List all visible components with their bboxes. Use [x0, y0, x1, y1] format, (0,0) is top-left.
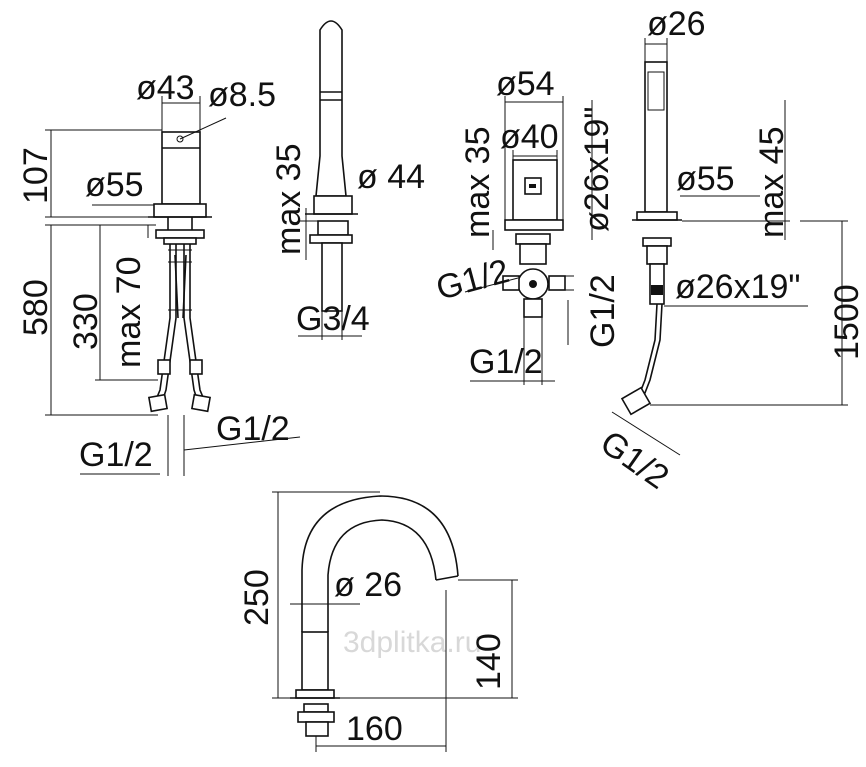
label-h1500: 1500 — [828, 284, 866, 360]
mixer-base — [153, 203, 207, 218]
label-d26x19: ø26x19" — [675, 268, 800, 306]
label-h580: 580 — [17, 279, 55, 336]
hand-shower-drawing: ø26 ø55 max 45 ø26x19" 1500 G1/2 — [593, 5, 866, 497]
label-w160: 160 — [346, 710, 403, 748]
label-g12: G1/2 — [593, 423, 675, 496]
label-h107: 107 — [17, 147, 55, 204]
curved-spout-drawing: 250 ø 26 140 160 — [238, 491, 518, 752]
label-max35: max 35 — [270, 144, 308, 256]
label-max45: max 45 — [753, 127, 791, 239]
label-g12-vert: G1/2 — [584, 274, 622, 348]
label-d26x19: ø26x19" — [578, 107, 616, 232]
label-d43: ø43 — [136, 69, 195, 107]
label-d44: ø 44 — [357, 158, 425, 196]
mixer-drawing: ø43 ø8.5 107 ø55 580 330 max 70 G1/2 G1/… — [17, 69, 301, 476]
label-g12-bottom: G1/2 — [469, 343, 543, 381]
diverter-drawing: ø54 ø40 max 35 ø26x19" G1/2 G1/2 G1/2 — [432, 65, 622, 385]
label-h250: 250 — [238, 569, 276, 626]
label-max35: max 35 — [459, 127, 497, 239]
label-d26: ø26 — [647, 5, 706, 43]
watermark: 3dplitka.ru — [343, 626, 481, 659]
label-d26: ø 26 — [334, 566, 402, 604]
label-h140: 140 — [470, 633, 508, 690]
label-h330: 330 — [67, 293, 105, 350]
mixer-body — [161, 131, 201, 205]
label-d55: ø55 — [85, 166, 144, 204]
label-d55: ø55 — [676, 160, 735, 198]
label-g12-right: G1/2 — [216, 410, 290, 448]
label-g34: G3/4 — [296, 300, 370, 338]
label-g12-left: G1/2 — [79, 436, 153, 474]
label-max70: max 70 — [110, 257, 148, 369]
tall-spout-drawing: max 35 ø 44 G3/4 — [270, 20, 425, 340]
label-d8-5: ø8.5 — [208, 76, 276, 114]
label-d40: ø40 — [500, 118, 559, 156]
label-d54: ø54 — [496, 65, 555, 103]
label-g12-left: G1/2 — [432, 252, 513, 308]
